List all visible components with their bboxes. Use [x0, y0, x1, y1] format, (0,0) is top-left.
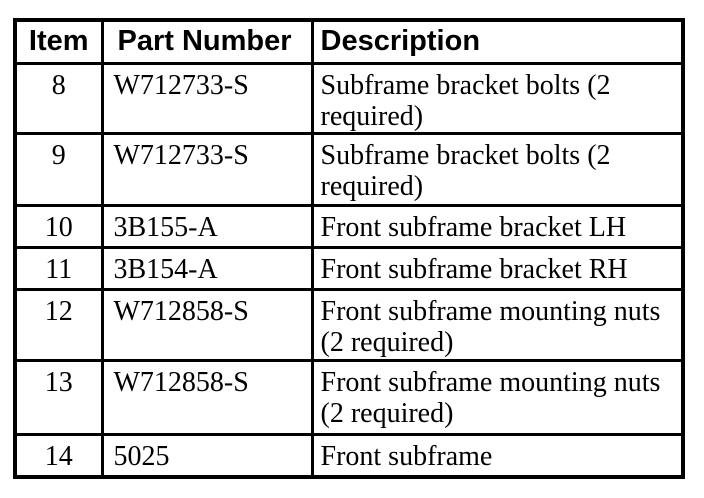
cell-part-number: 3B155-A	[100, 203, 314, 249]
cell-item: 10	[13, 203, 104, 249]
parts-table-header: Item Part Number Description	[13, 18, 685, 65]
cell-item: 9	[13, 131, 104, 207]
cell-item: 8	[13, 61, 104, 135]
cell-item: 13	[13, 358, 104, 436]
column-header-description: Description	[310, 18, 685, 65]
cell-item: 12	[13, 287, 104, 362]
cell-description: Front subframe mounting nuts (2 required…	[310, 358, 685, 436]
cell-item: 14	[13, 432, 104, 479]
cell-description: Front subframe	[310, 432, 685, 479]
column-header-part-number: Part Number	[100, 18, 314, 65]
cell-description: Front subframe mounting nuts (2 required…	[310, 287, 685, 362]
cell-part-number: W712733-S	[100, 131, 314, 207]
column-header-item: Item	[13, 18, 104, 65]
cell-part-number: W712858-S	[100, 287, 314, 362]
cell-part-number: 3B154-A	[100, 245, 314, 291]
cell-part-number: W712733-S	[100, 61, 314, 135]
cell-item: 11	[13, 245, 104, 291]
cell-part-number: W712858-S	[100, 358, 314, 436]
cell-description: Front subframe bracket RH	[310, 245, 685, 291]
header-row: Item Part Number Description	[13, 18, 685, 65]
cell-description: Subframe bracket bolts (2 required)	[310, 61, 685, 135]
cell-description: Front subframe bracket LH	[310, 203, 685, 249]
cell-description: Subframe bracket bolts (2 required)	[310, 131, 685, 207]
cell-part-number: 5025	[100, 432, 314, 479]
